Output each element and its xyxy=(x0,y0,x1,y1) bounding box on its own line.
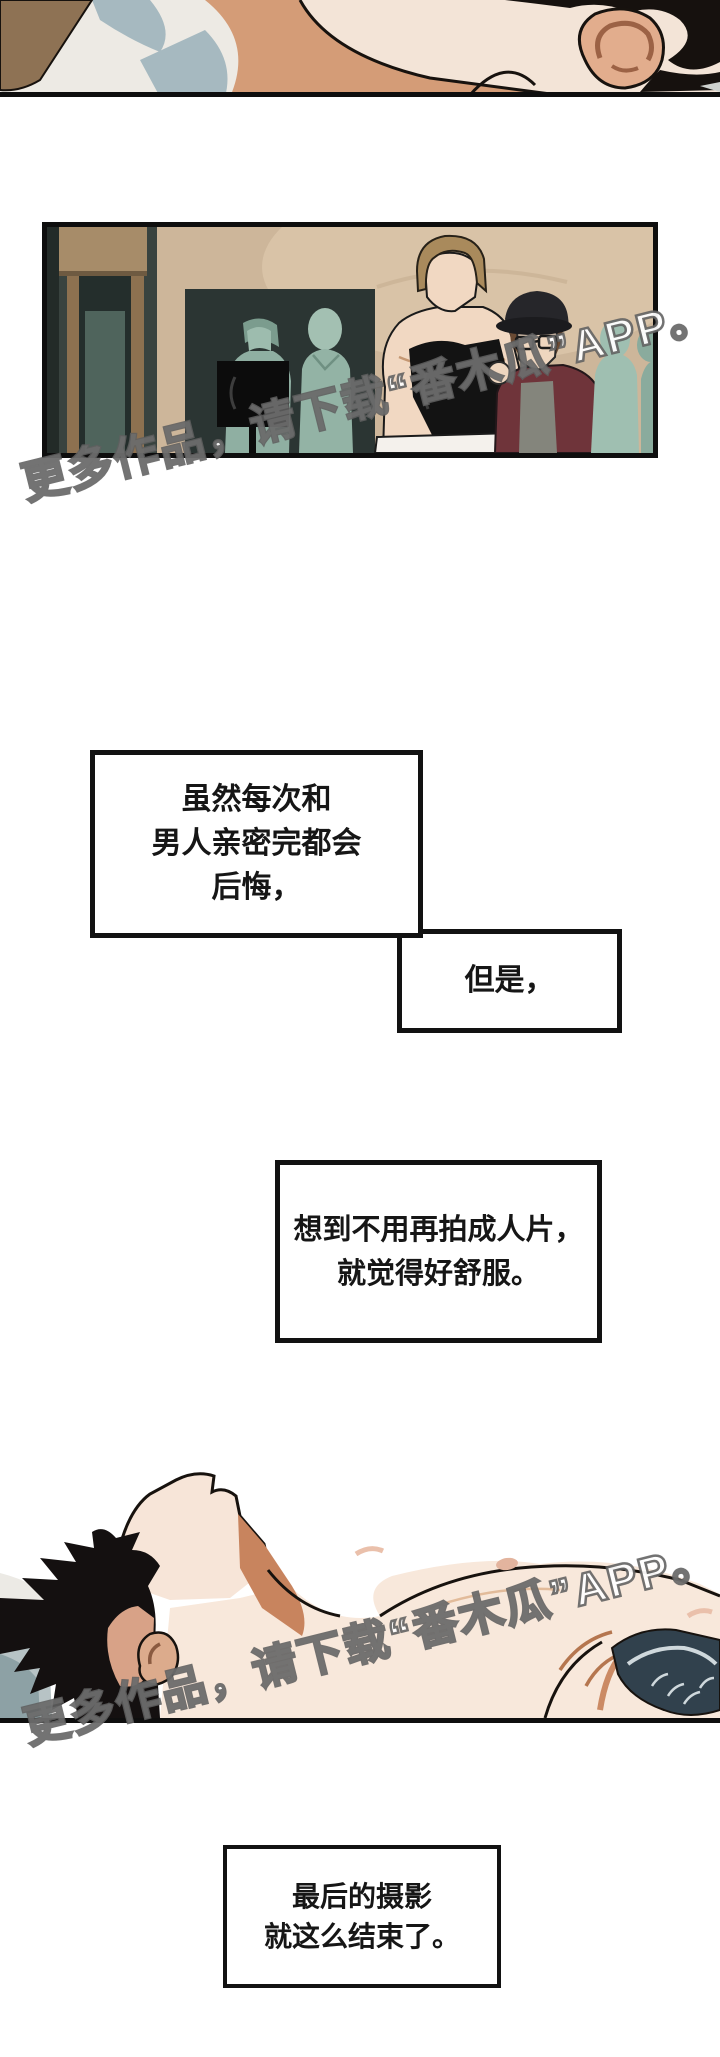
bed-closeup-panel xyxy=(0,0,720,97)
towel xyxy=(373,431,519,453)
lying-man-panel xyxy=(0,1458,720,1723)
lying-man-art xyxy=(0,1472,720,1723)
headboard-wood xyxy=(0,0,94,92)
narration-line: 虽然每次和 xyxy=(181,783,332,816)
narration-box-3: 想到不用再拍成人片， 就觉得好舒服。 xyxy=(275,1160,602,1343)
mannequin-silhouette xyxy=(299,349,353,453)
narration-box-1: 虽然每次和 男人亲密完都会 后悔， xyxy=(90,750,423,938)
narration-line: 最后的摄影 xyxy=(291,1880,432,1912)
model-figure xyxy=(373,234,521,453)
studio-panel xyxy=(42,222,658,458)
bed-closeup-art xyxy=(0,0,720,97)
photographer-figure xyxy=(487,291,609,453)
fist xyxy=(487,361,511,385)
narration-line: 但是， xyxy=(464,964,555,997)
glasses xyxy=(514,335,535,351)
narration-line: 就这么结束了。 xyxy=(263,1920,460,1952)
softbox-light xyxy=(217,361,289,427)
black-garment xyxy=(409,339,513,453)
studio-art xyxy=(47,227,653,453)
panel-border xyxy=(0,92,720,97)
narration-box-4: 最后的摄影 就这么结束了。 xyxy=(223,1845,501,1988)
wall-pillar xyxy=(59,227,147,275)
narration-line: 男人亲密完都会 xyxy=(151,827,362,860)
narration-line: 后悔， xyxy=(211,871,302,904)
black-hair xyxy=(505,0,720,70)
narration-line: 想到不用再拍成人片， xyxy=(293,1213,584,1246)
narration-box-2: 但是， xyxy=(397,929,622,1033)
mannequin-silhouette xyxy=(591,353,639,453)
neck-shoulder xyxy=(205,0,560,97)
ear xyxy=(137,1631,180,1686)
nipple xyxy=(496,1557,518,1571)
model-hair xyxy=(415,234,488,294)
narration-line: 就觉得好舒服。 xyxy=(336,1257,540,1290)
panel-border xyxy=(0,1718,720,1723)
